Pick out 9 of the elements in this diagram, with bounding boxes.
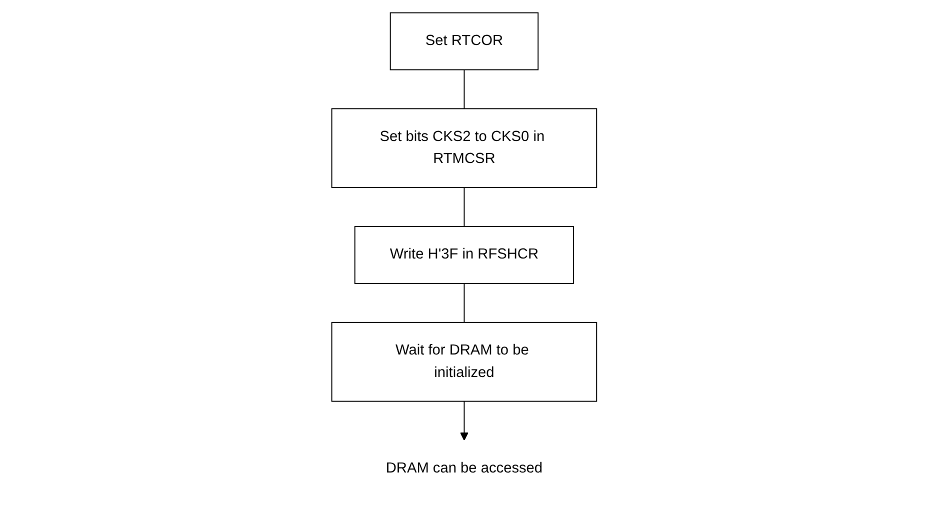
node-box: Set bits CKS2 to CKS0 in RTMCSR [332,108,598,188]
connector [464,282,465,323]
connector [464,69,465,110]
node-box: Wait for DRAM to be initialized [332,322,598,402]
node-box: Set RTCOR [390,12,539,70]
node-box: Write H'3F in RFSHCR [354,226,574,284]
arrow [460,400,469,441]
node-text: DRAM can be accessed [386,460,543,476]
connector [464,187,465,227]
